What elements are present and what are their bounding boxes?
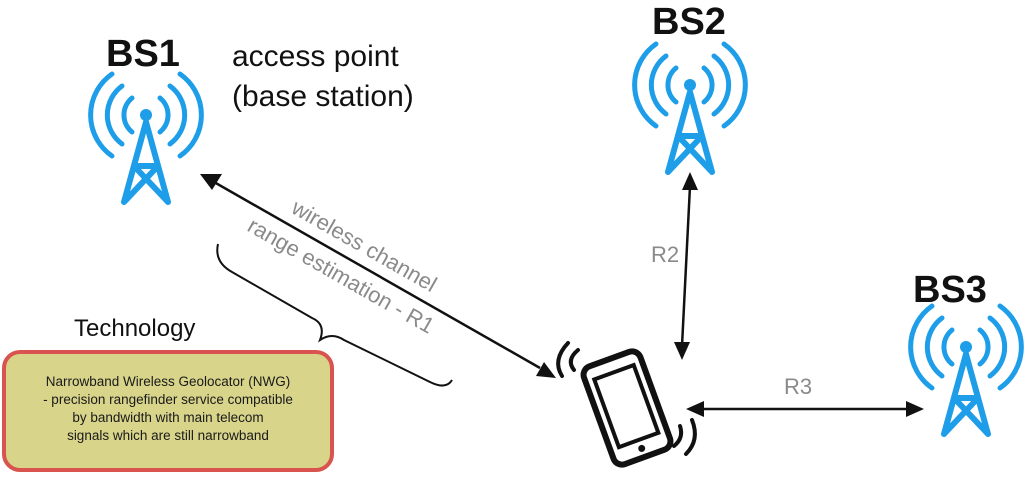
r2-label: R2: [651, 242, 679, 267]
base-station-label: (base station): [232, 80, 414, 113]
r2-arrow: [674, 172, 698, 360]
bs1-tower-icon: [91, 74, 202, 202]
technology-box: [2, 350, 334, 472]
r3-label: R3: [784, 374, 812, 399]
technology-title: Technology: [74, 315, 195, 342]
bs1-label: BS1: [106, 33, 180, 75]
technology-line-2: - precision rangefinder service compatib…: [43, 392, 293, 407]
technology-line-3: by bandwidth with main telecom: [72, 410, 263, 425]
bs3-tower-icon: [911, 306, 1022, 434]
mobile-phone-icon: [580, 348, 674, 468]
bs3-label: BS3: [913, 269, 987, 311]
bs2-tower-icon: [635, 44, 746, 172]
bs2-label: BS2: [652, 1, 726, 43]
r3-arrow: [686, 401, 924, 417]
r1-arrow: [200, 174, 556, 378]
technology-line-4: signals which are still narrowband: [67, 428, 269, 443]
phone-vibration-icon: [556, 341, 697, 456]
brace-bracket: [216, 243, 453, 387]
access-point-label: access point: [232, 40, 399, 73]
technology-line-1: Narrowband Wireless Geolocator (NWG): [46, 374, 291, 389]
